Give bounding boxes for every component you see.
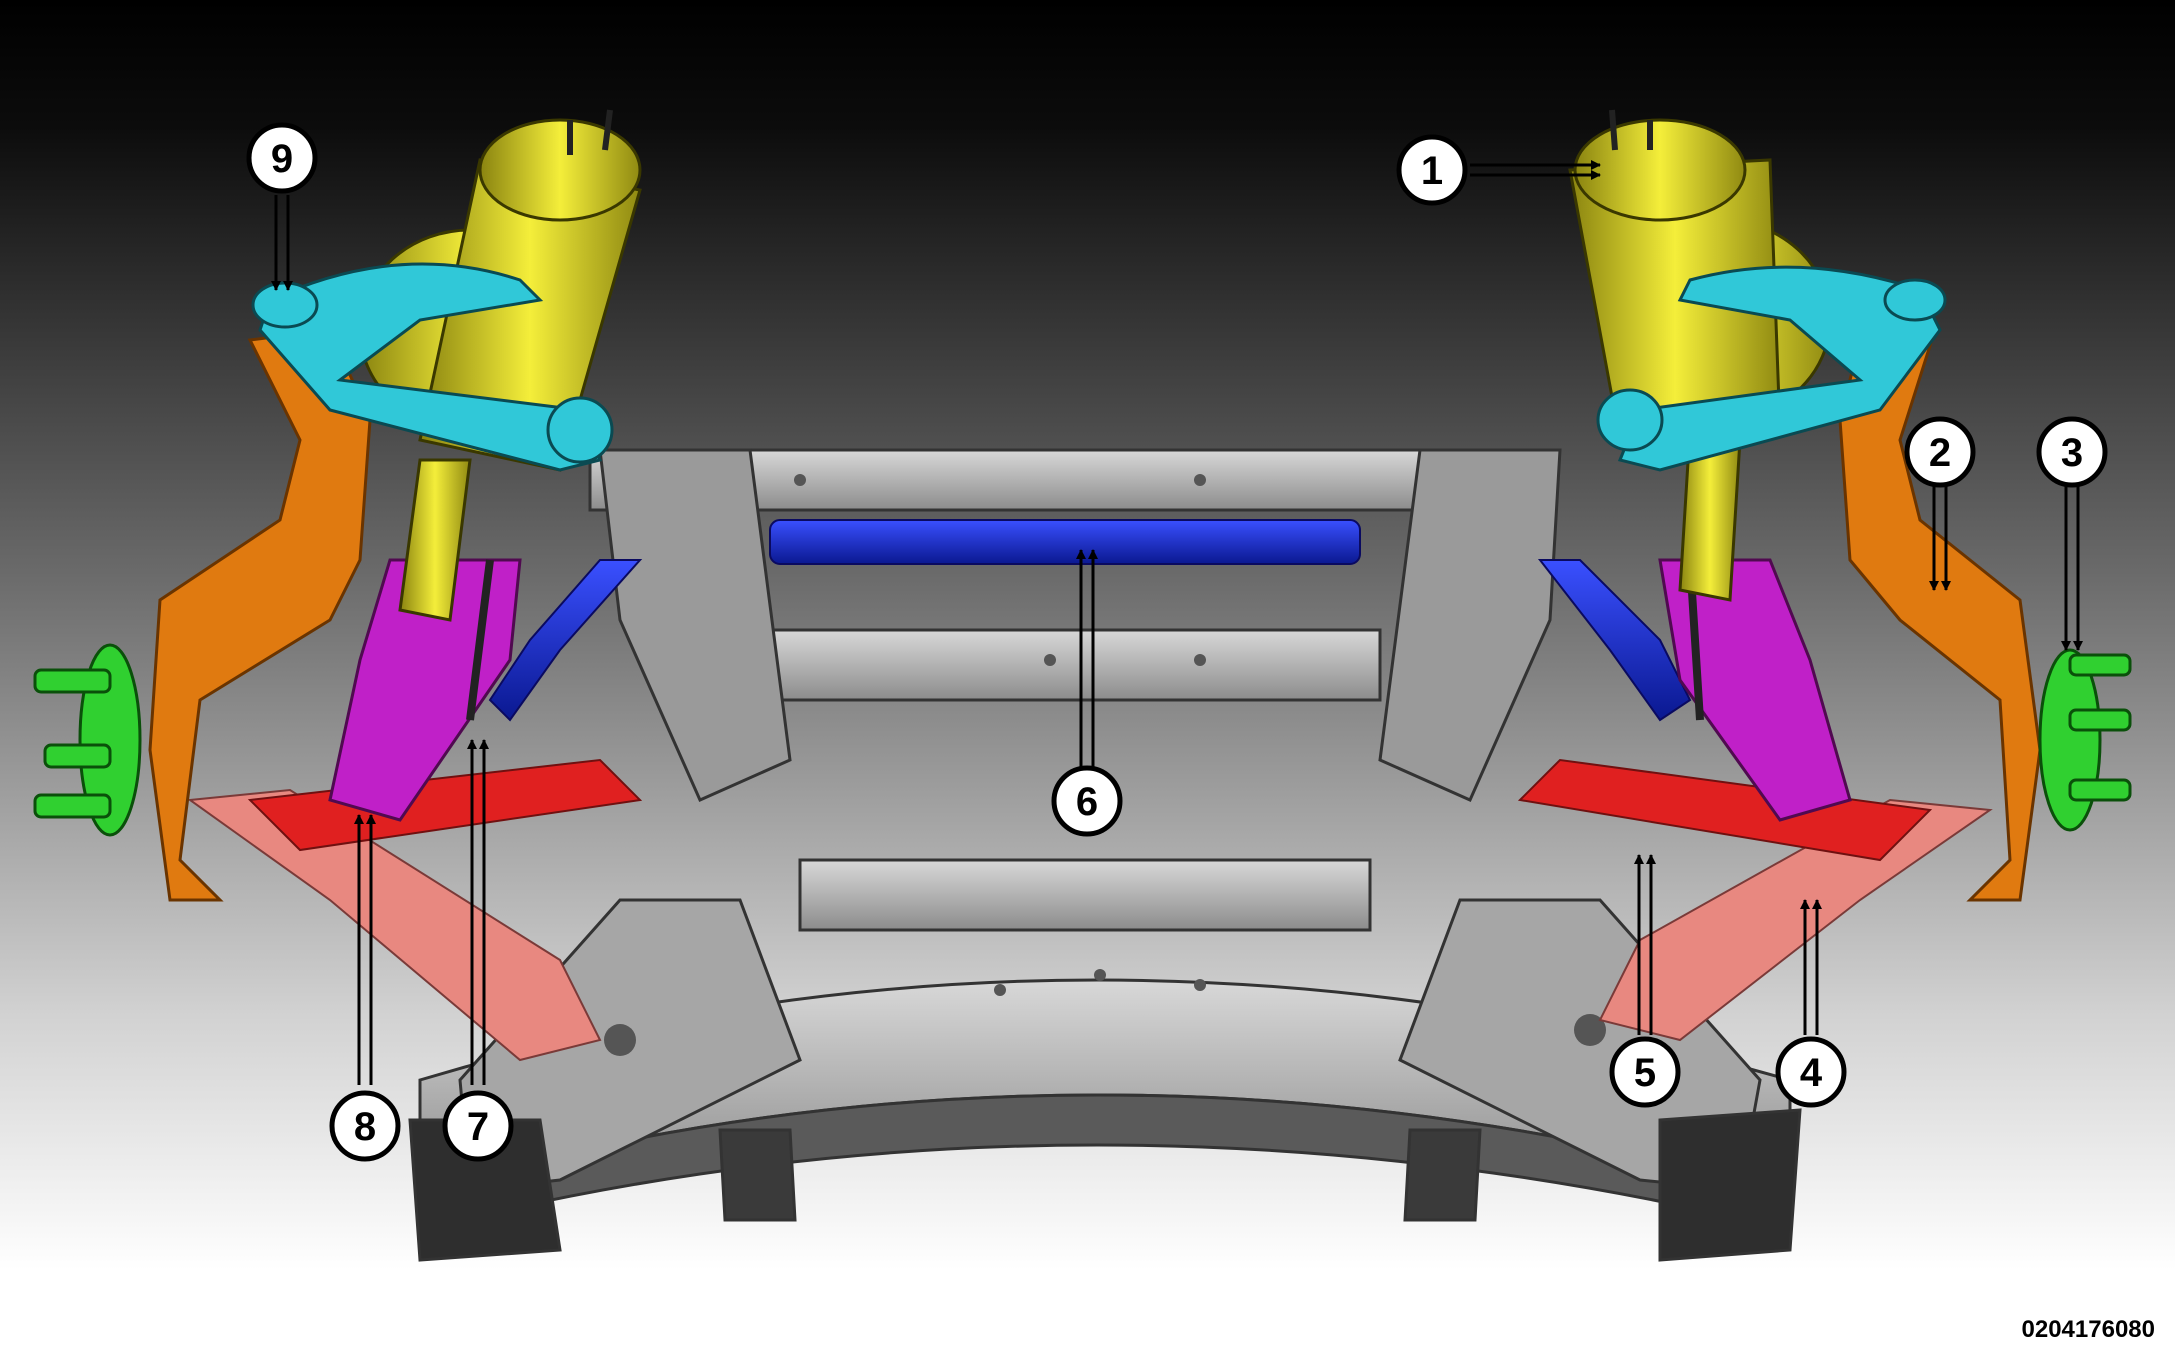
callout-8: 8 — [329, 1090, 401, 1162]
subframe — [408, 448, 1802, 1262]
callout-7-label: 7 — [467, 1105, 489, 1149]
callout-arrows — [271, 160, 2083, 1085]
figure-id: 0204176080 — [2021, 1316, 2155, 1343]
links — [328, 558, 1852, 822]
callout-3-label: 3 — [2061, 431, 2083, 475]
air-spring-studs — [567, 109, 1653, 155]
callout-4: 4 — [1775, 1036, 1847, 1108]
steering-knuckles — [148, 328, 2042, 902]
lower-control-arms-rear — [187, 788, 1993, 1062]
callout-5: 5 — [1609, 1036, 1681, 1108]
callout-3: 3 — [2036, 416, 2108, 488]
callout-2-label: 2 — [1929, 431, 1951, 475]
callout-9: 9 — [246, 122, 318, 194]
callout-5-label: 5 — [1634, 1051, 1656, 1095]
stabilizer-bar — [488, 519, 1692, 722]
callout-4-label: 4 — [1800, 1051, 1823, 1095]
callout-1-label: 1 — [1421, 149, 1443, 193]
callout-6: 6 — [1051, 765, 1123, 837]
callout-6-label: 6 — [1076, 780, 1098, 824]
callout-9-label: 9 — [271, 137, 293, 181]
frame-holes — [604, 474, 1606, 1056]
callout-1: 1 — [1396, 134, 1468, 206]
wheel-hubs — [33, 643, 2132, 837]
upper-control-arms — [251, 262, 1947, 472]
callout-2: 2 — [1904, 416, 1976, 488]
callout-7: 7 — [442, 1090, 514, 1162]
callout-8-label: 8 — [354, 1105, 376, 1149]
